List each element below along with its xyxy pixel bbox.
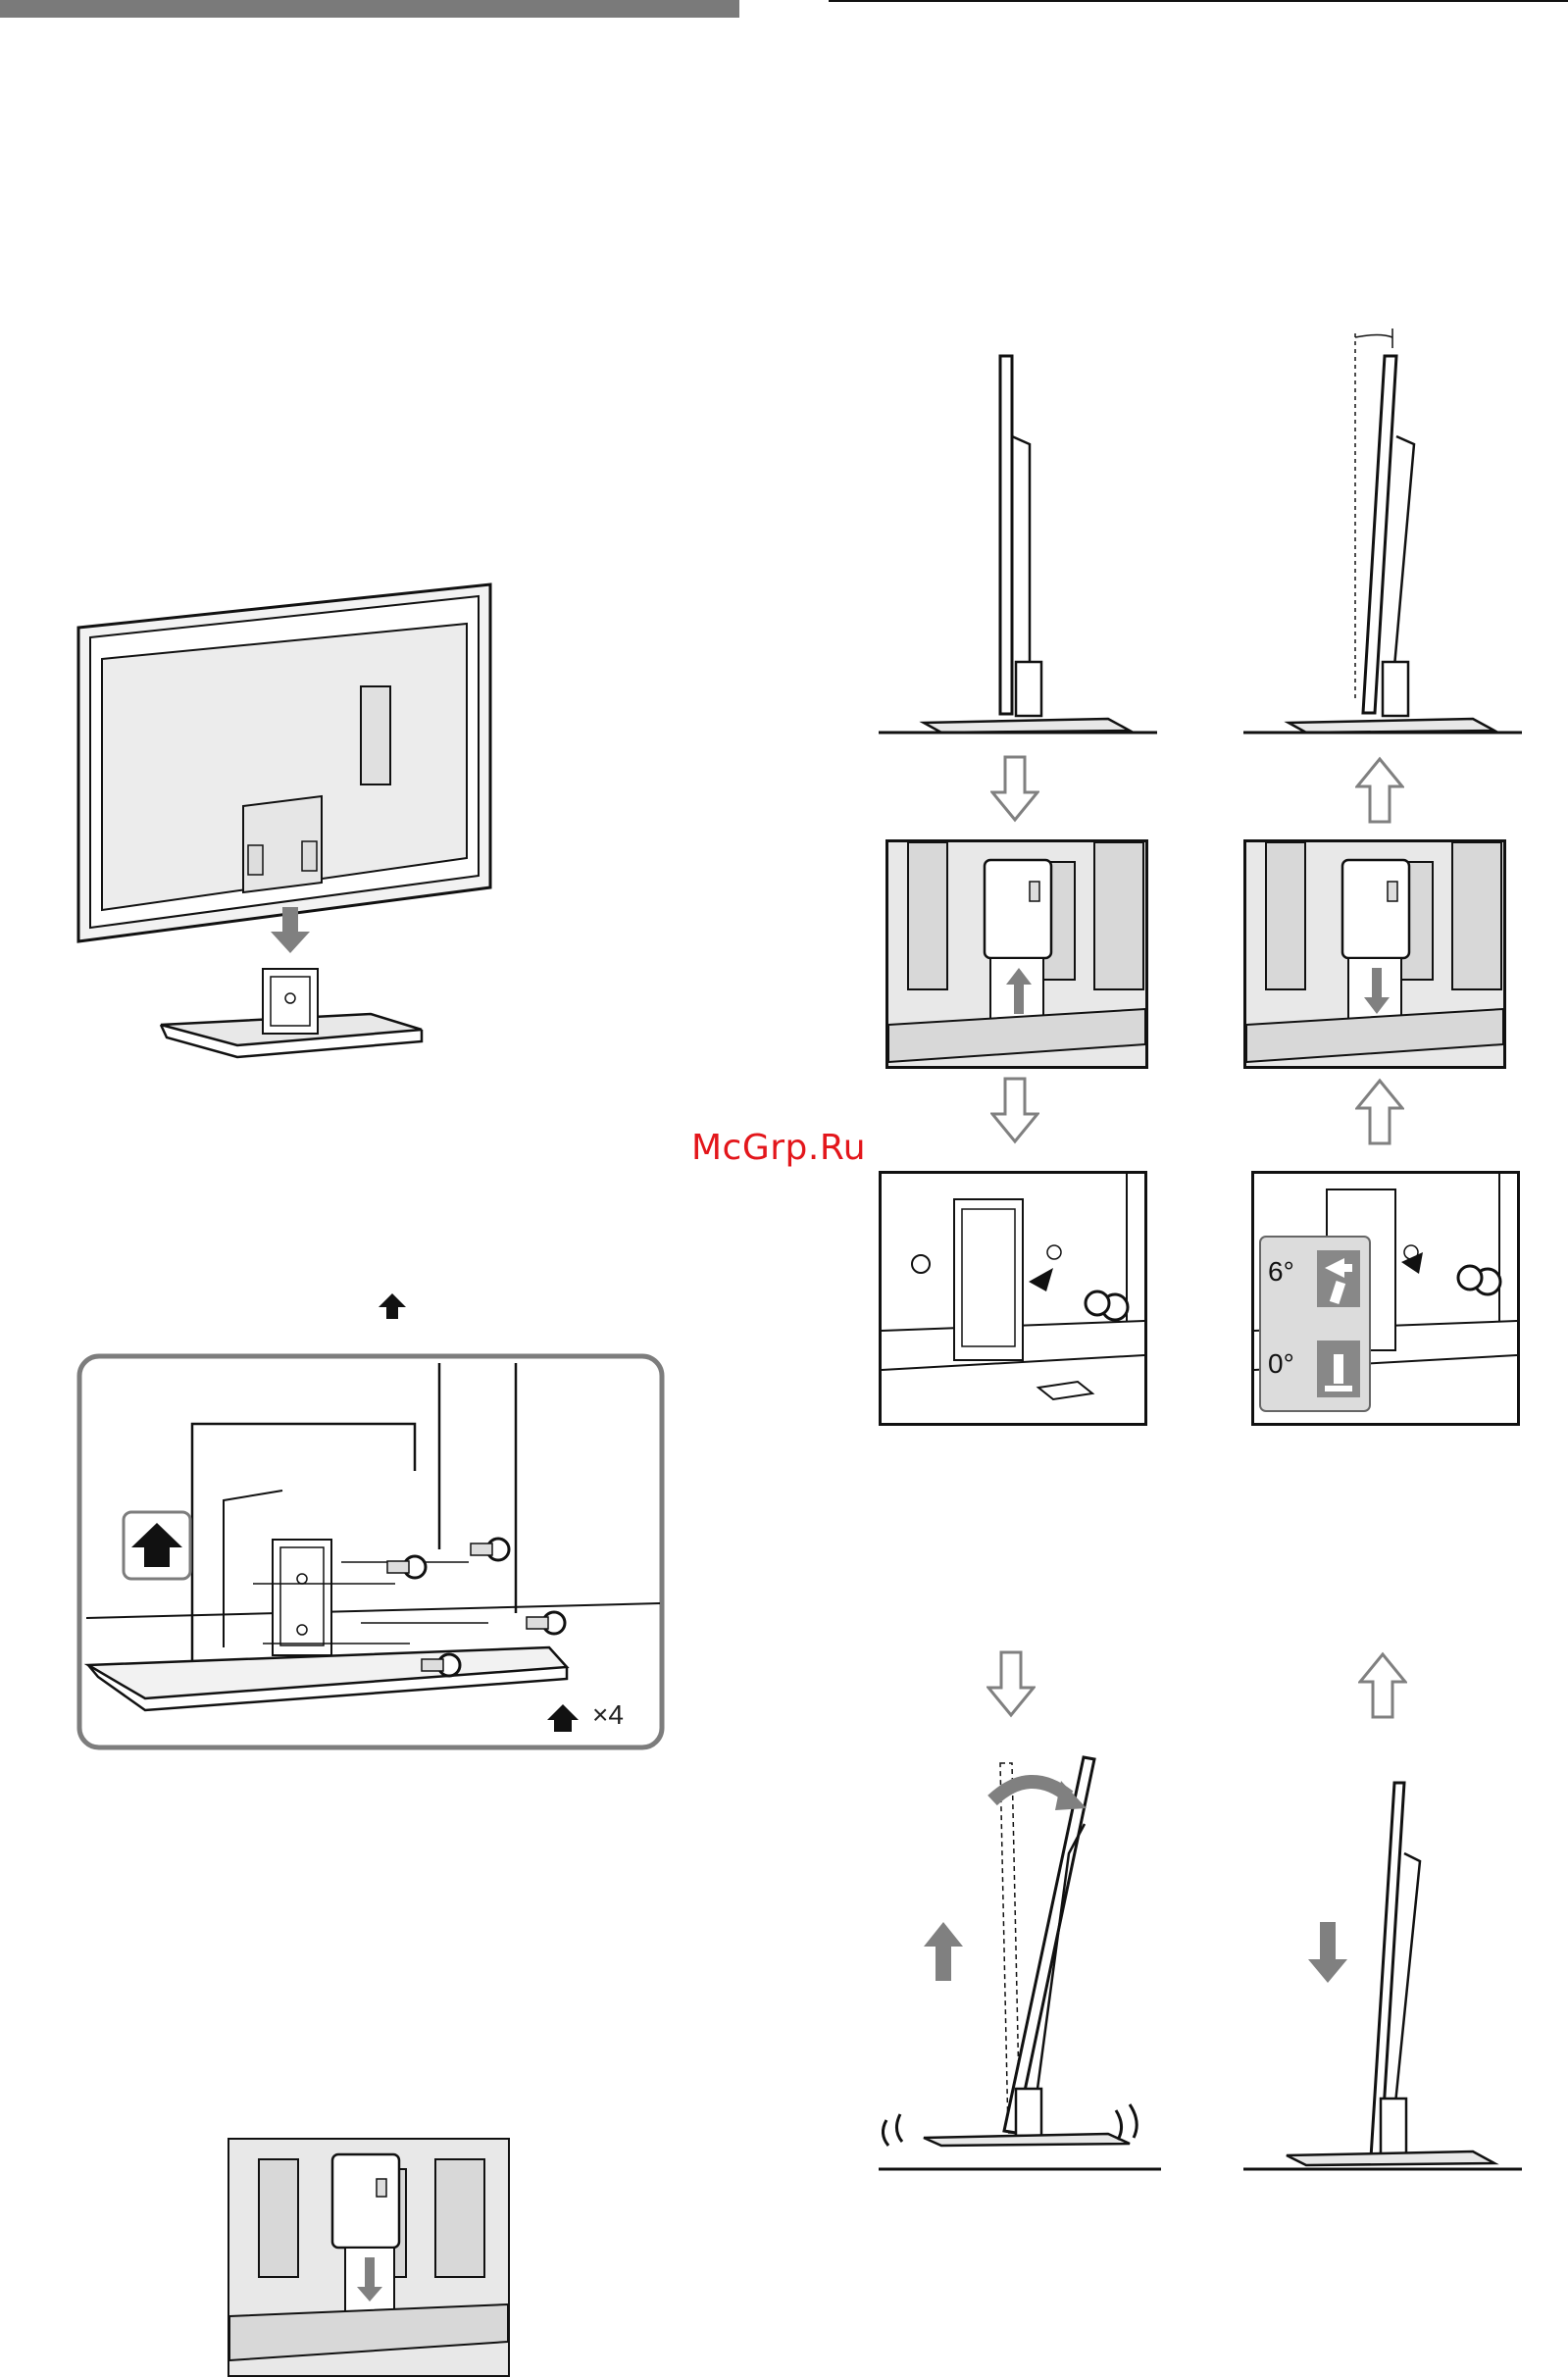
- bracket-lock-panel-right: [1243, 839, 1506, 1069]
- screw-remove-panel: [879, 1171, 1147, 1426]
- screw-icon: [1458, 1266, 1500, 1294]
- rotate-arrow-icon: [992, 1782, 1069, 1800]
- arrow-down-outline-icon: [990, 1077, 1039, 1145]
- tv-rear-view-figure: [76, 579, 498, 1069]
- bracket-detail-figure: [228, 2138, 510, 2377]
- stand-bracket-icon: [273, 1540, 331, 1655]
- tv-side-view-upright: [873, 329, 1157, 740]
- tv-side-view-icon: [1238, 329, 1522, 740]
- tv-tilt-adjust-figure: [873, 1746, 1167, 2177]
- stand-bracket-icon: [954, 1199, 1023, 1360]
- arrow-up-outline-icon: [1358, 1650, 1407, 1719]
- arrow-up-solid-icon: [378, 1291, 407, 1321]
- tv-rear-view-icon: [76, 579, 498, 1069]
- watermark: McGrp.Ru: [691, 1128, 866, 1168]
- arrow-down-outline-icon: [986, 1650, 1036, 1719]
- tv-side-view-tilted: [1238, 329, 1522, 740]
- arrow-down-solid-icon: [1308, 1922, 1347, 1983]
- top-rule: [829, 0, 1568, 2]
- tv-side-view-icon: [873, 329, 1157, 740]
- screw-attach-panel: ×4: [76, 1353, 665, 1750]
- screw-count-label: ×4: [592, 1699, 624, 1731]
- arrow-up-solid-icon: [924, 1922, 963, 1981]
- tv-lower-figure: [1238, 1775, 1522, 2177]
- arrow-up-outline-icon: [1355, 755, 1404, 824]
- screw-icon: [1086, 1291, 1128, 1320]
- arrow-up-outline-icon: [1355, 1077, 1404, 1145]
- angle-label-0: 0°: [1268, 1348, 1294, 1380]
- arrow-down-outline-icon: [990, 755, 1039, 824]
- screw-angle-panel: 6° 0°: [1251, 1171, 1520, 1426]
- tv-side-view-icon: [873, 1746, 1167, 2177]
- bracket-lock-panel-left: [885, 839, 1148, 1069]
- section-header-bar: [0, 0, 739, 18]
- angle-label-6: 6°: [1268, 1256, 1294, 1288]
- tv-side-view-icon: [1238, 1775, 1522, 2177]
